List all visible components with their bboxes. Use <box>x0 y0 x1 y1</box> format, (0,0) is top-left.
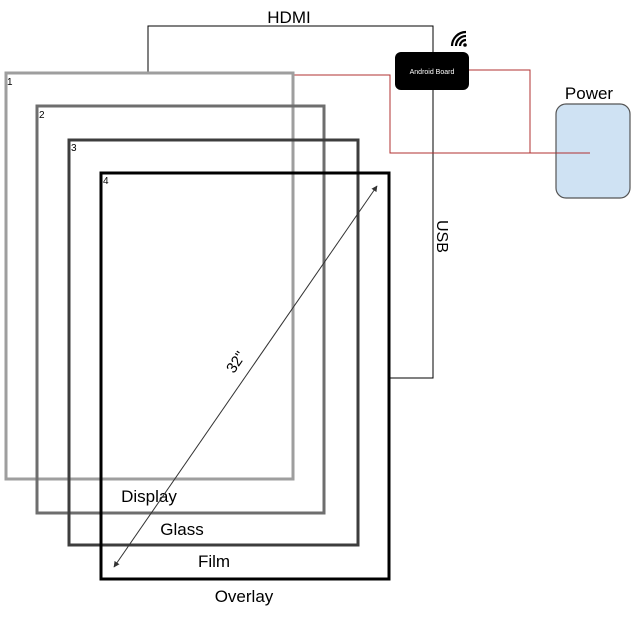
power-wire-display <box>293 74 590 154</box>
power-label: Power <box>565 84 614 103</box>
hdmi-label: HDMI <box>267 8 310 27</box>
layer-3-number: 3 <box>71 143 77 154</box>
layer-2-name: Glass <box>160 520 203 539</box>
layer-4-name: Overlay <box>215 587 274 606</box>
layer-2-frame <box>35 104 326 515</box>
layer-1-frame <box>4 71 295 481</box>
layer-4-frame <box>99 171 391 581</box>
diagonal-label: 32" <box>223 349 249 377</box>
usb-label: USB <box>433 220 450 253</box>
android-board: Android Board <box>395 52 469 90</box>
layer-3-name: Film <box>198 552 230 571</box>
power-box <box>555 103 631 199</box>
layer-2-number: 2 <box>39 110 45 121</box>
layer-3-frame <box>67 138 360 547</box>
android-board-label: Android Board <box>410 69 455 76</box>
android-board-box <box>395 52 469 90</box>
power-wires <box>293 69 590 154</box>
layer-1-name: Display <box>121 487 177 506</box>
wifi-icon <box>450 30 467 47</box>
layer-4-number: 4 <box>103 176 109 187</box>
layer-1-number: 1 <box>7 77 13 88</box>
usb-cable <box>390 90 434 379</box>
diagonal-measure-line <box>113 185 378 568</box>
power-supply: Power <box>555 84 631 199</box>
power-wire-board <box>469 69 531 153</box>
hdmi-cable <box>147 25 434 72</box>
